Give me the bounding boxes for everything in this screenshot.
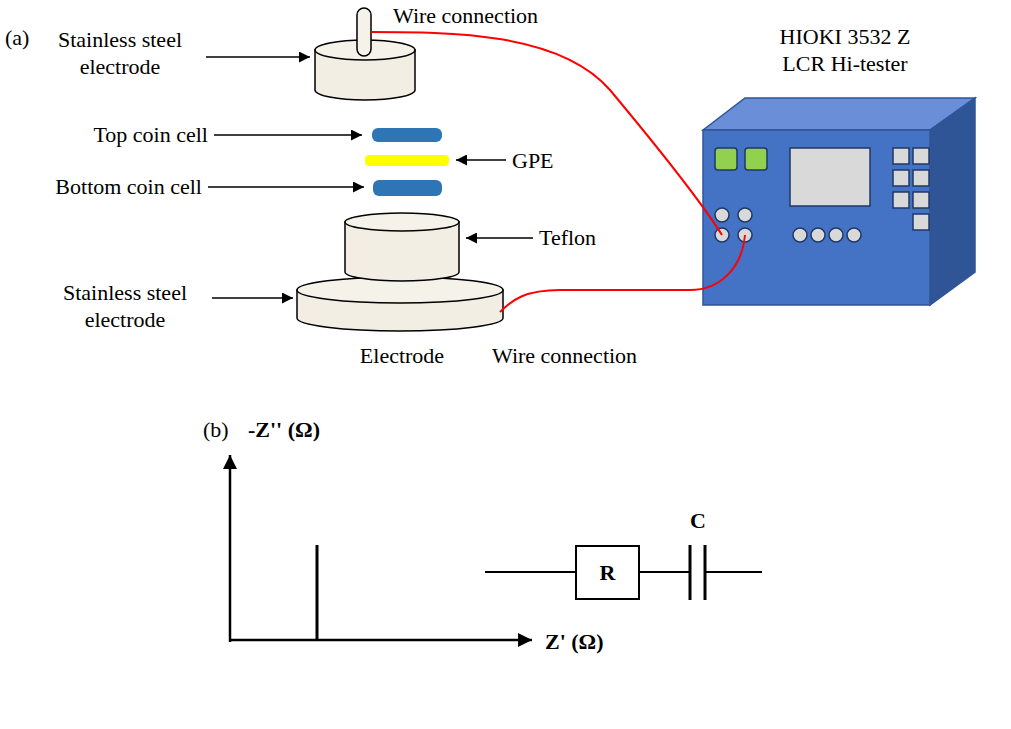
- leader-arrow: [206, 56, 310, 58]
- circuit-wire: [639, 571, 690, 573]
- device-key: [913, 148, 929, 164]
- impedance-spike: [316, 545, 319, 640]
- leader-arrow: [208, 186, 364, 188]
- red-wire: [500, 235, 745, 312]
- device-terminal: [715, 208, 729, 222]
- axis-label: Z' (Ω): [545, 628, 604, 656]
- device-key: [913, 214, 929, 230]
- device-side: [930, 98, 975, 305]
- wire-label: Wire connection: [393, 2, 538, 30]
- device-knob: [811, 228, 825, 242]
- part-label: Top coin cell: [93, 121, 208, 149]
- circuit-wire: [705, 571, 762, 573]
- axis-label: -Z'' (Ω): [248, 416, 320, 444]
- device-button: [745, 148, 767, 170]
- device-key: [893, 170, 909, 186]
- part-label: Teflon: [539, 224, 596, 252]
- teflon-top: [345, 213, 459, 231]
- leader-arrow: [456, 159, 506, 161]
- device-screen: [790, 148, 870, 206]
- leader-arrow: [214, 134, 362, 136]
- device-terminal: [738, 208, 752, 222]
- device-knob: [793, 228, 807, 242]
- device-knob: [847, 228, 861, 242]
- part-label: Bottom coin cell: [55, 173, 202, 201]
- bottom-coin-cell: [373, 180, 442, 196]
- device-top: [703, 98, 975, 130]
- part-label: Stainless steel electrode: [40, 26, 200, 81]
- panel-letter: (b): [203, 416, 229, 444]
- component-symbol: R: [600, 560, 616, 586]
- part-label: Electrode: [360, 342, 444, 370]
- device-front: [703, 130, 930, 305]
- device-key: [913, 170, 929, 186]
- wire-label: Wire connection: [492, 342, 637, 370]
- part-label: GPE: [512, 147, 554, 175]
- leader-arrow: [466, 237, 533, 239]
- leader-arrow: [212, 297, 293, 299]
- resistor-box: R: [575, 545, 640, 600]
- capacitor-plate: [689, 545, 692, 600]
- wire-post: [357, 8, 371, 56]
- top-coin-cell: [372, 128, 442, 142]
- device-key: [913, 192, 929, 208]
- y-axis: [229, 455, 232, 642]
- panel-letter: (a): [5, 24, 29, 52]
- device-label: HIOKI 3532 Z LCR Hi-tester: [758, 23, 933, 78]
- circuit-wire: [485, 571, 576, 573]
- device-key: [893, 192, 909, 208]
- x-axis: [229, 639, 532, 642]
- part-label: Stainless steel electrode: [45, 279, 205, 334]
- component-label: C: [690, 507, 706, 535]
- device-key: [893, 148, 909, 164]
- red-wire: [371, 32, 722, 235]
- device-button: [715, 148, 737, 170]
- device-knob: [829, 228, 843, 242]
- gpe-film: [365, 155, 449, 166]
